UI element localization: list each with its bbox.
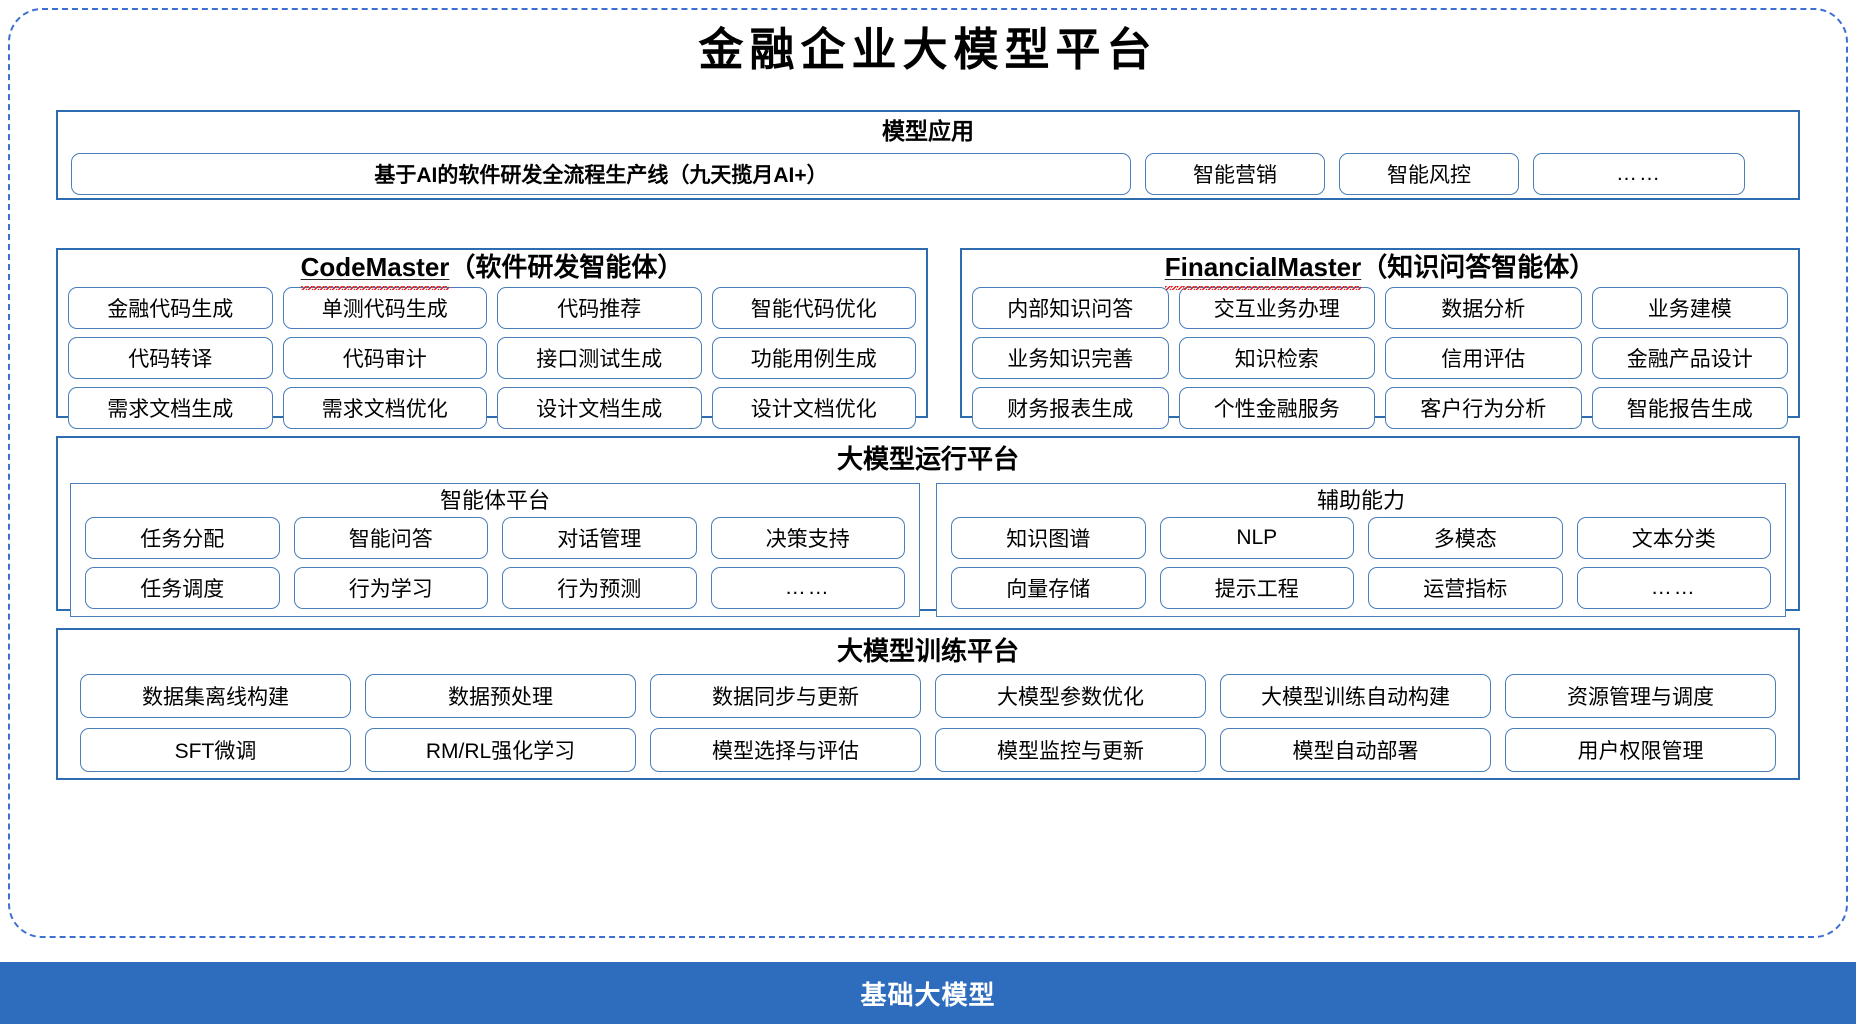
- agent-title-codemaster: CodeMaster（软件研发智能体）: [58, 252, 926, 290]
- auxiliary-chip-6[interactable]: 运营指标: [1368, 566, 1563, 609]
- financialmaster-chip-11[interactable]: 智能报告生成: [1591, 386, 1788, 429]
- financialmaster-chip-8[interactable]: 财务报表生成: [972, 386, 1169, 429]
- subpanel-agent-platform: 智能体平台 任务分配 智能问答 对话管理 决策支持 任务调度 行为学习 行为预测…: [70, 483, 920, 617]
- subpanel-auxiliary-capability: 辅助能力 知识图谱 NLP 多模态 文本分类 向量存储 提示工程 运营指标 ……: [936, 483, 1786, 617]
- training-chip-8[interactable]: 模型选择与评估: [650, 728, 921, 773]
- codemaster-chip-9[interactable]: 需求文档优化: [282, 386, 487, 429]
- training-chip-0[interactable]: 数据集离线构建: [80, 674, 351, 719]
- agent-platform-chip-5[interactable]: 行为学习: [293, 566, 488, 609]
- app-chip-more[interactable]: ……: [1533, 152, 1745, 195]
- codemaster-chip-7[interactable]: 功能用例生成: [711, 336, 916, 379]
- financialmaster-chip-5[interactable]: 知识检索: [1178, 336, 1375, 379]
- agent-name-codemaster: CodeMaster: [300, 252, 450, 290]
- codemaster-chip-8[interactable]: 需求文档生成: [68, 386, 273, 429]
- training-chip-4[interactable]: 大模型训练自动构建: [1220, 674, 1491, 719]
- agent-suffix-financialmaster: （知识问答智能体）: [1361, 252, 1596, 282]
- foundation-model-label: 基础大模型: [860, 979, 996, 1010]
- agent-suffix-codemaster: （软件研发智能体）: [449, 252, 684, 282]
- section-title-runtime-platform: 大模型运行平台: [836, 444, 1019, 474]
- outer-dashed-frame: [8, 8, 1848, 938]
- training-chip-3[interactable]: 大模型参数优化: [935, 674, 1206, 719]
- auxiliary-chip-0[interactable]: 知识图谱: [951, 516, 1146, 559]
- agent-grid-financialmaster: 内部知识问答 交互业务办理 数据分析 业务建模 业务知识完善 知识检索 信用评估…: [962, 283, 1798, 429]
- section-runtime-platform: 大模型运行平台 智能体平台 任务分配 智能问答 对话管理 决策支持 任务调度 行…: [56, 436, 1800, 617]
- agent-platform-chip-0[interactable]: 任务分配: [85, 516, 280, 559]
- codemaster-chip-6[interactable]: 接口测试生成: [497, 336, 702, 379]
- auxiliary-chip-1[interactable]: NLP: [1159, 516, 1354, 559]
- app-chip-ai-pipeline[interactable]: 基于AI的软件研发全流程生产线（九天揽月AI+）: [71, 152, 1131, 195]
- codemaster-chip-0[interactable]: 金融代码生成: [68, 286, 273, 329]
- training-chip-2[interactable]: 数据同步与更新: [650, 674, 921, 719]
- auxiliary-chip-2[interactable]: 多模态: [1368, 516, 1563, 559]
- agent-platform-chip-3[interactable]: 决策支持: [710, 516, 905, 559]
- training-chip-5[interactable]: 资源管理与调度: [1505, 674, 1776, 719]
- subgrid-agent-platform: 任务分配 智能问答 对话管理 决策支持 任务调度 行为学习 行为预测 ……: [71, 516, 919, 609]
- section-model-application: 模型应用 基于AI的软件研发全流程生产线（九天揽月AI+） 智能营销 智能风控 …: [56, 110, 1800, 200]
- agent-title-financialmaster: FinancialMaster（知识问答智能体）: [962, 252, 1798, 290]
- section-title-model-application: 模型应用: [882, 118, 974, 144]
- training-chip-7[interactable]: RM/RL强化学习: [365, 728, 636, 773]
- training-chip-6[interactable]: SFT微调: [80, 728, 351, 773]
- codemaster-chip-11[interactable]: 设计文档优化: [711, 386, 916, 429]
- section-agent-financialmaster: FinancialMaster（知识问答智能体） 内部知识问答 交互业务办理 数…: [960, 248, 1800, 429]
- financialmaster-chip-4[interactable]: 业务知识完善: [972, 336, 1169, 379]
- subpanel-title-agent-platform: 智能体平台: [439, 488, 550, 514]
- auxiliary-chip-3[interactable]: 文本分类: [1576, 516, 1771, 559]
- agent-grid-codemaster: 金融代码生成 单测代码生成 代码推荐 智能代码优化 代码转译 代码审计 接口测试…: [58, 283, 926, 429]
- agent-platform-chip-more[interactable]: ……: [710, 566, 905, 609]
- financialmaster-chip-1[interactable]: 交互业务办理: [1178, 286, 1375, 329]
- agent-platform-chip-4[interactable]: 任务调度: [85, 566, 280, 609]
- codemaster-chip-3[interactable]: 智能代码优化: [711, 286, 916, 329]
- codemaster-chip-1[interactable]: 单测代码生成: [282, 286, 487, 329]
- financialmaster-chip-10[interactable]: 客户行为分析: [1385, 386, 1582, 429]
- codemaster-chip-10[interactable]: 设计文档生成: [497, 386, 702, 429]
- financialmaster-chip-7[interactable]: 金融产品设计: [1591, 336, 1788, 379]
- foundation-model-bar: 基础大模型: [0, 962, 1856, 1024]
- financialmaster-chip-9[interactable]: 个性金融服务: [1178, 386, 1375, 429]
- model-application-row: 基于AI的软件研发全流程生产线（九天揽月AI+） 智能营销 智能风控 ……: [58, 146, 1798, 195]
- training-chip-10[interactable]: 模型自动部署: [1220, 728, 1491, 773]
- auxiliary-chip-5[interactable]: 提示工程: [1159, 566, 1354, 609]
- codemaster-chip-4[interactable]: 代码转译: [68, 336, 273, 379]
- codemaster-chip-2[interactable]: 代码推荐: [497, 286, 702, 329]
- training-chip-9[interactable]: 模型监控与更新: [935, 728, 1206, 773]
- app-chip-smart-marketing[interactable]: 智能营销: [1145, 152, 1325, 195]
- financialmaster-chip-3[interactable]: 业务建模: [1591, 286, 1788, 329]
- training-chip-1[interactable]: 数据预处理: [365, 674, 636, 719]
- auxiliary-chip-4[interactable]: 向量存储: [951, 566, 1146, 609]
- agent-platform-chip-1[interactable]: 智能问答: [293, 516, 488, 559]
- subpanel-title-auxiliary-capability: 辅助能力: [1316, 488, 1405, 514]
- runtime-subpanel-row: 智能体平台 任务分配 智能问答 对话管理 决策支持 任务调度 行为学习 行为预测…: [58, 475, 1798, 617]
- agent-platform-chip-2[interactable]: 对话管理: [502, 516, 697, 559]
- financialmaster-chip-6[interactable]: 信用评估: [1385, 336, 1582, 379]
- agent-name-financialmaster: FinancialMaster: [1164, 252, 1362, 290]
- financialmaster-chip-2[interactable]: 数据分析: [1385, 286, 1582, 329]
- training-platform-grid: 数据集离线构建 数据预处理 数据同步与更新 大模型参数优化 大模型训练自动构建 …: [58, 667, 1798, 773]
- section-training-platform: 大模型训练平台 数据集离线构建 数据预处理 数据同步与更新 大模型参数优化 大模…: [56, 628, 1800, 780]
- page-title: 金融企业大模型平台: [698, 23, 1158, 76]
- agent-platform-chip-6[interactable]: 行为预测: [502, 566, 697, 609]
- training-chip-11[interactable]: 用户权限管理: [1505, 728, 1776, 773]
- section-title-training-platform: 大模型训练平台: [836, 636, 1019, 666]
- financialmaster-chip-0[interactable]: 内部知识问答: [972, 286, 1169, 329]
- auxiliary-chip-more[interactable]: ……: [1576, 566, 1771, 609]
- app-chip-smart-risk-control[interactable]: 智能风控: [1339, 152, 1519, 195]
- subgrid-auxiliary-capability: 知识图谱 NLP 多模态 文本分类 向量存储 提示工程 运营指标 ……: [937, 516, 1785, 609]
- section-agent-codemaster: CodeMaster（软件研发智能体） 金融代码生成 单测代码生成 代码推荐 智…: [56, 248, 928, 429]
- codemaster-chip-5[interactable]: 代码审计: [282, 336, 487, 379]
